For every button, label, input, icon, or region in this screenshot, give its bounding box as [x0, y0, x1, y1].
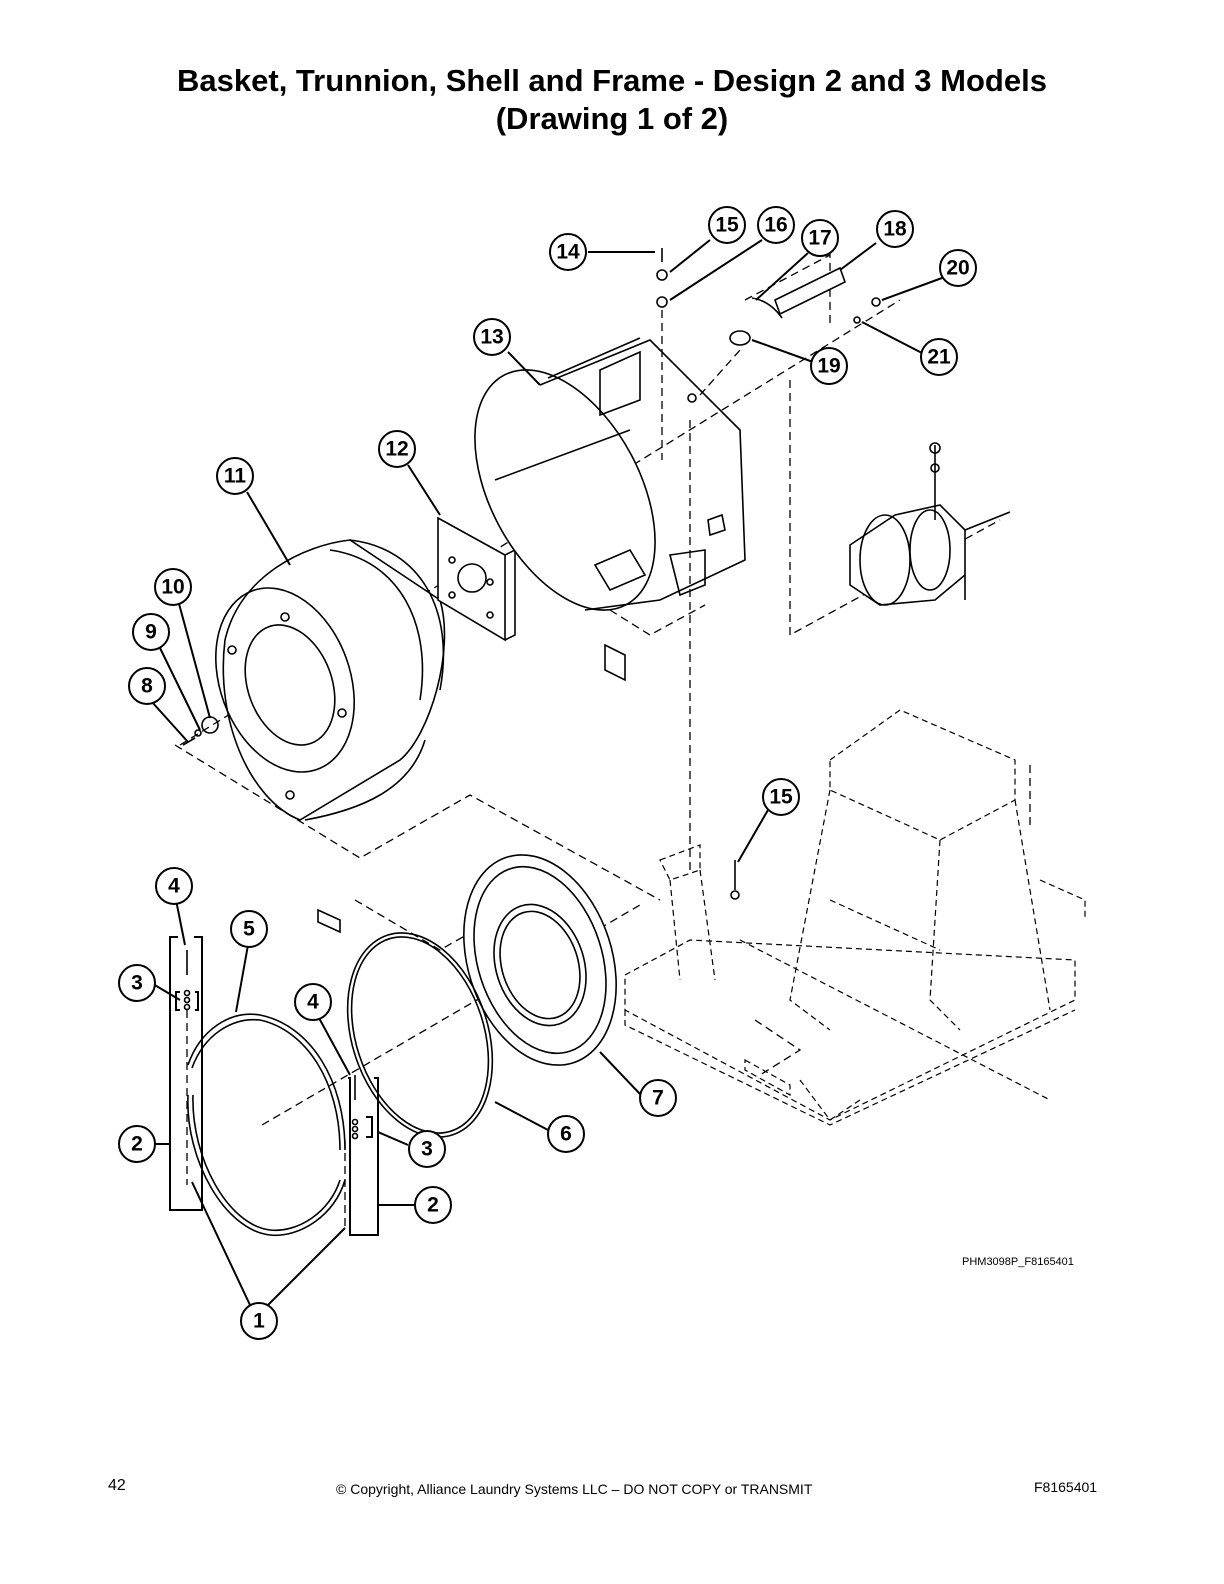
trunnion-assembly [849, 442, 1011, 606]
page-title: Basket, Trunnion, Shell and Frame - Desi… [0, 62, 1224, 138]
title-line-1: Basket, Trunnion, Shell and Frame - Desi… [177, 63, 1047, 98]
callout-14: 14 [549, 233, 587, 271]
svg-text:4: 4 [307, 991, 319, 1014]
basket-part-11 [215, 539, 446, 821]
svg-text:3: 3 [421, 1138, 433, 1161]
svg-text:9: 9 [145, 621, 157, 644]
front-flange-part-7 [463, 854, 617, 1066]
frame-assembly [624, 709, 1086, 1126]
callout-20: 20 [939, 249, 977, 287]
callout-12: 12 [378, 430, 416, 468]
svg-text:11: 11 [224, 465, 247, 488]
svg-text:15: 15 [769, 786, 793, 809]
callout-15-top: 15 [708, 206, 746, 244]
callout-3-left: 3 [118, 964, 156, 1002]
callout-1: 1 [240, 1302, 278, 1340]
svg-text:2: 2 [131, 1133, 143, 1156]
title-line-2: (Drawing 1 of 2) [495, 101, 729, 136]
callout-2-left: 2 [118, 1125, 156, 1163]
back-plate-part-12 [437, 516, 516, 642]
clamp-ring-part-5 [187, 1013, 346, 1236]
svg-text:6: 6 [560, 1123, 572, 1146]
leader-lines [151, 239, 943, 1306]
callout-4-left: 4 [155, 867, 193, 905]
footer-copyright: © Copyright, Alliance Laundry Systems LL… [336, 1481, 813, 1497]
svg-text:14: 14 [556, 241, 580, 264]
gasket-part-6 [346, 932, 494, 1138]
callout-3-right: 3 [408, 1130, 446, 1168]
svg-text:13: 13 [480, 326, 503, 349]
callout-21: 21 [920, 338, 958, 376]
callout-16: 16 [757, 206, 795, 244]
footer-document-number: F8165401 [1034, 1479, 1098, 1495]
callout-18: 18 [876, 210, 914, 248]
svg-text:4: 4 [168, 875, 180, 898]
callout-17: 17 [801, 219, 839, 257]
callout-10: 10 [154, 568, 192, 606]
svg-text:20: 20 [946, 257, 969, 280]
callout-8: 8 [128, 667, 166, 705]
svg-text:8: 8 [141, 675, 153, 698]
svg-text:3: 3 [131, 972, 143, 995]
svg-text:12: 12 [385, 438, 408, 461]
callout-7: 7 [639, 1079, 677, 1117]
callout-19: 19 [810, 347, 848, 385]
svg-text:16: 16 [764, 214, 787, 237]
callout-4-right: 4 [294, 983, 332, 1021]
svg-text:15: 15 [715, 214, 739, 237]
svg-text:21: 21 [927, 346, 951, 369]
svg-text:18: 18 [883, 218, 907, 241]
svg-text:5: 5 [243, 918, 255, 941]
footer-page-number: 42 [108, 1477, 126, 1494]
callout-11: 11 [216, 457, 254, 495]
svg-text:10: 10 [161, 576, 184, 599]
drawing-reference-code: PHM3098P_F8165401 [962, 1256, 1074, 1268]
callout-13: 13 [473, 318, 511, 356]
callout-2-right: 2 [414, 1186, 452, 1224]
svg-text:1: 1 [253, 1310, 265, 1333]
hardware-parts [182, 248, 881, 1230]
svg-text:2: 2 [427, 1194, 439, 1217]
svg-text:7: 7 [652, 1087, 664, 1110]
callout-6: 6 [547, 1115, 585, 1153]
svg-text:19: 19 [817, 355, 840, 378]
callout-9: 9 [132, 613, 170, 651]
callout-15-frame: 15 [762, 778, 800, 816]
callout-5: 5 [230, 910, 268, 948]
bracket-lines [169, 936, 379, 1236]
svg-text:17: 17 [808, 227, 831, 250]
shell-part-13 [474, 337, 746, 611]
